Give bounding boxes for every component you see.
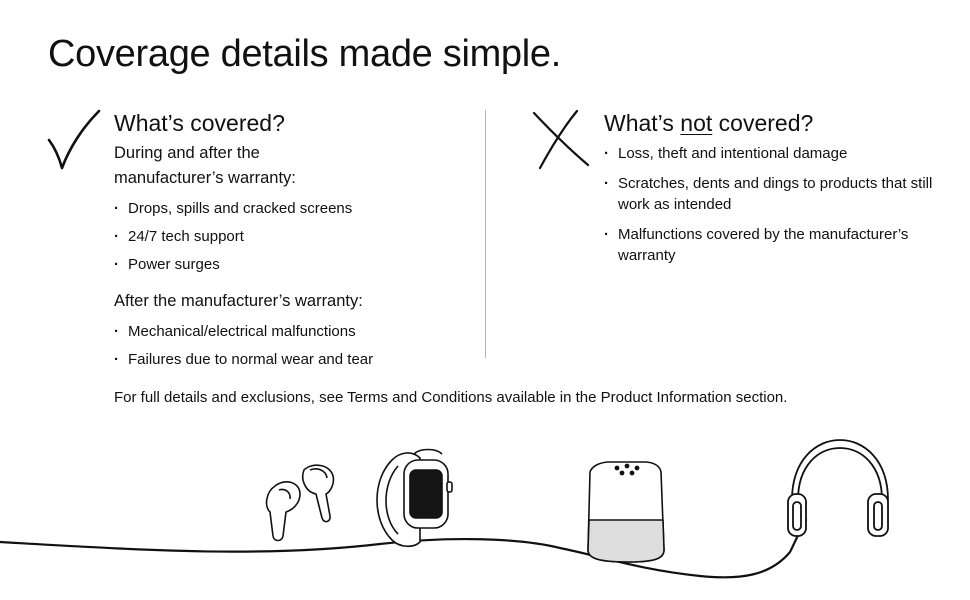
list-item: Power surges <box>114 255 474 275</box>
not-covered-section: What’s not covered? Loss, theft and inte… <box>604 108 944 266</box>
list-item: 24/7 tech support <box>114 227 474 247</box>
during-warranty-label: During and after the manufacturer’s warr… <box>114 144 296 187</box>
list-item: Failures due to normal wear and tear <box>114 350 474 370</box>
headphones-icon <box>787 439 889 537</box>
list-item: Scratches, dents and dings to products t… <box>604 173 944 215</box>
heading-emphasis: not <box>680 110 713 136</box>
heading-suffix: covered? <box>712 110 814 136</box>
earbuds-icon <box>265 464 335 542</box>
cable-line <box>0 518 808 579</box>
during-warranty-list: Drops, spills and cracked screens 24/7 t… <box>114 199 474 275</box>
list-item: Malfunctions covered by the manufacturer… <box>604 224 944 266</box>
cross-icon <box>532 109 590 170</box>
not-covered-list: Loss, theft and intentional damage Scrat… <box>604 143 944 266</box>
after-warranty-label: After the manufacturer’s warranty: <box>114 292 363 310</box>
smart-speaker-icon <box>587 461 665 563</box>
list-item: Drops, spills and cracked screens <box>114 199 474 219</box>
list-item: Loss, theft and intentional damage <box>604 143 944 164</box>
terms-footnote: For full details and exclusions, see Ter… <box>114 389 788 406</box>
heading-prefix: What’s <box>604 110 681 136</box>
not-covered-heading: What’s not covered? <box>604 108 944 138</box>
product-illustration <box>0 439 889 579</box>
smartwatch-icon <box>376 448 453 548</box>
covered-section: What’s covered? During and after the man… <box>114 108 474 370</box>
column-divider <box>485 110 486 358</box>
after-warranty-list: Mechanical/electrical malfunctions Failu… <box>114 322 474 370</box>
list-item: Mechanical/electrical malfunctions <box>114 322 474 342</box>
checkmark-icon <box>47 109 101 170</box>
page-title: Coverage details made simple. <box>48 33 562 75</box>
covered-heading: What’s covered? <box>114 110 285 136</box>
